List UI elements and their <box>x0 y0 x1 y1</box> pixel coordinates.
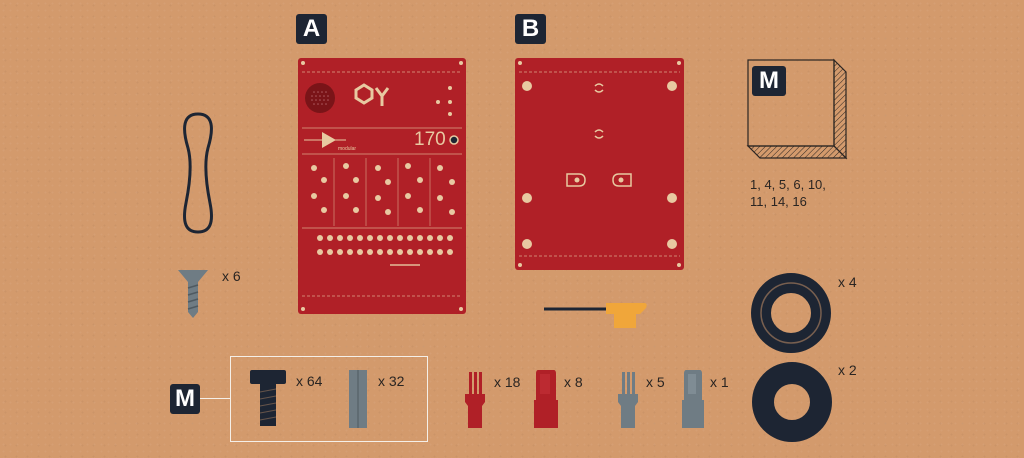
rubber-band-icon <box>183 112 213 234</box>
label-m-bottom: M <box>170 384 200 414</box>
front-panel-graphics <box>301 61 463 311</box>
m-parts-line2: 11, 14, 16 <box>750 194 807 209</box>
knob-red-large-icon <box>534 370 558 428</box>
screw-small-icon <box>178 270 208 318</box>
label-m-top: M <box>752 66 786 96</box>
ring-large-icon <box>751 273 831 353</box>
spacer-grey-icon <box>349 370 367 428</box>
knob-grey-small-qty: x 5 <box>646 374 665 390</box>
panel-brand-text: modular <box>338 146 357 152</box>
label-b: B <box>515 14 546 44</box>
back-panel-b <box>515 58 684 270</box>
m-connector-line <box>200 398 230 399</box>
knob-red-small-icon <box>465 372 485 428</box>
box-m-icon <box>746 58 848 160</box>
knob-grey-large-qty: x 1 <box>710 374 729 390</box>
panel-model-number: 170 <box>414 129 446 150</box>
knob-red-small-qty: x 18 <box>494 374 521 390</box>
ring-small-icon <box>752 362 832 442</box>
screw-black-qty: x 64 <box>296 373 323 389</box>
m-parts-list: 1, 4, 5, 6, 10, 11, 14, 16 <box>750 176 826 210</box>
ring-large-qty: x 4 <box>838 274 857 290</box>
label-a: A <box>296 14 327 44</box>
m-bag-outline <box>230 356 428 442</box>
front-panel-a: 170 modular <box>298 58 466 314</box>
back-panel-graphics <box>518 61 681 267</box>
spacer-grey-qty: x 32 <box>378 373 405 389</box>
knob-grey-large-icon <box>682 370 704 428</box>
screw-small-qty: x 6 <box>222 268 241 284</box>
knob-red-large-qty: x 8 <box>564 374 583 390</box>
knob-grey-small-icon <box>618 372 638 428</box>
m-parts-line1: 1, 4, 5, 6, 10, <box>750 177 826 192</box>
screwdriver-icon <box>544 303 647 328</box>
screw-black-icon <box>250 370 286 426</box>
ring-small-qty: x 2 <box>838 362 857 378</box>
